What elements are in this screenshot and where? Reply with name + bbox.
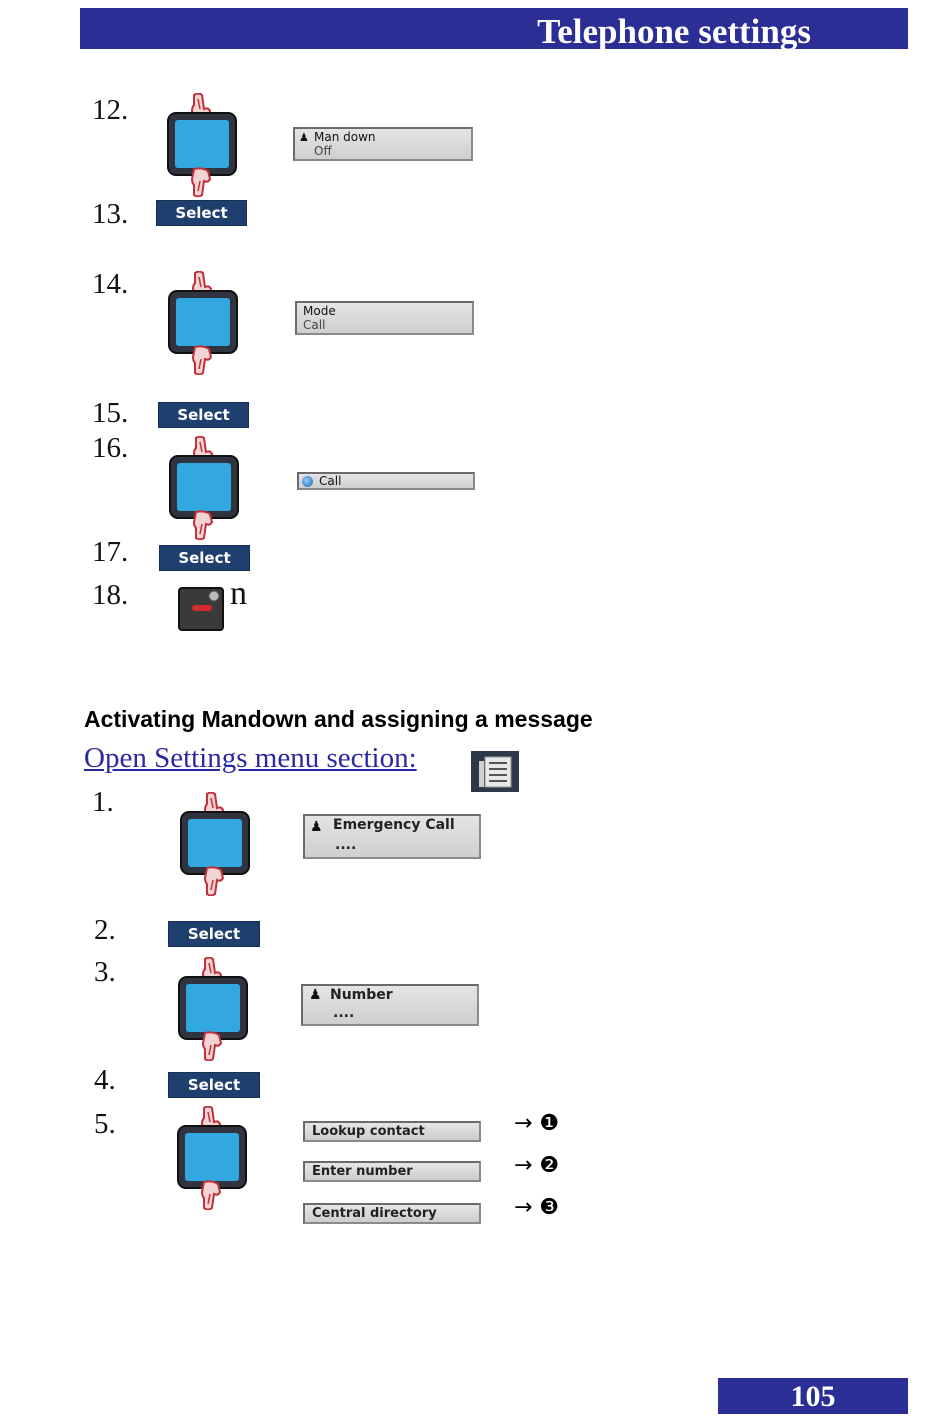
display-line2: Call [303,318,326,332]
display-line2: Off [314,144,332,158]
step-number: 15. [92,397,129,429]
display-line2: .... [333,1005,355,1021]
settings-menu-link[interactable]: Open Settings menu section: [84,742,417,774]
select-button[interactable]: Select [168,1072,260,1098]
step-number: 16. [92,432,129,464]
option-enter-number[interactable]: Enter number [303,1161,481,1182]
select-button[interactable]: Select [168,921,260,947]
step-number: 4. [94,1064,116,1096]
header-bar: Telephone settings [80,8,908,49]
option-lookup-contact[interactable]: Lookup contact [303,1121,481,1142]
option-reference: → ❶ [514,1111,560,1136]
step-number: 14. [92,268,129,300]
step-number: 2. [94,914,116,946]
person-icon: ♟ [299,131,309,144]
display-mode: Mode Call [295,301,474,335]
step-number: 1. [92,786,114,818]
step-number: 17. [92,536,129,568]
navigation-key-icon[interactable] [177,792,253,896]
settings-menu-icon[interactable] [471,751,519,792]
step-number: 5. [94,1108,116,1140]
select-button[interactable]: Select [159,545,250,571]
display-line1: Call [319,474,342,488]
select-button[interactable]: Select [158,402,249,428]
step-number: 18. [92,579,129,611]
page-title: Telephone settings [537,12,811,51]
section-heading: Activating Mandown and assigning a messa… [84,706,593,732]
navigation-key-icon[interactable] [174,1106,250,1210]
hangup-suffix: n [230,575,247,612]
display-line2: .... [335,837,357,853]
hangup-key-icon[interactable] [178,585,226,633]
display-line1: Mode [303,304,336,318]
person-icon: ♟ [309,987,322,1003]
option-reference: → ❸ [514,1195,560,1220]
display-emergency-call: ♟ Emergency Call .... [303,814,481,859]
navigation-key-icon[interactable] [166,436,242,540]
navigation-key-icon[interactable] [165,271,241,375]
option-central-directory[interactable]: Central directory [303,1203,481,1224]
select-button[interactable]: Select [156,200,247,226]
display-number: ♟ Number .... [301,984,479,1026]
display-line1: Man down [314,130,376,144]
step-number: 13. [92,198,129,230]
display-man-down: ♟ Man down Off [293,127,473,161]
page-number: 105 [790,1380,836,1413]
display-line1: Emergency Call [333,817,455,833]
footer-bar: 105 [718,1378,908,1414]
step-number: 3. [94,956,116,988]
navigation-key-icon[interactable] [175,957,251,1061]
step-number: 12. [92,94,129,126]
person-icon: ♟ [310,819,323,835]
option-reference: → ❷ [514,1153,560,1178]
display-call-option: Call [297,472,475,490]
radio-selected-icon [302,476,313,487]
navigation-key-icon[interactable] [164,93,240,197]
display-line1: Number [330,987,393,1003]
